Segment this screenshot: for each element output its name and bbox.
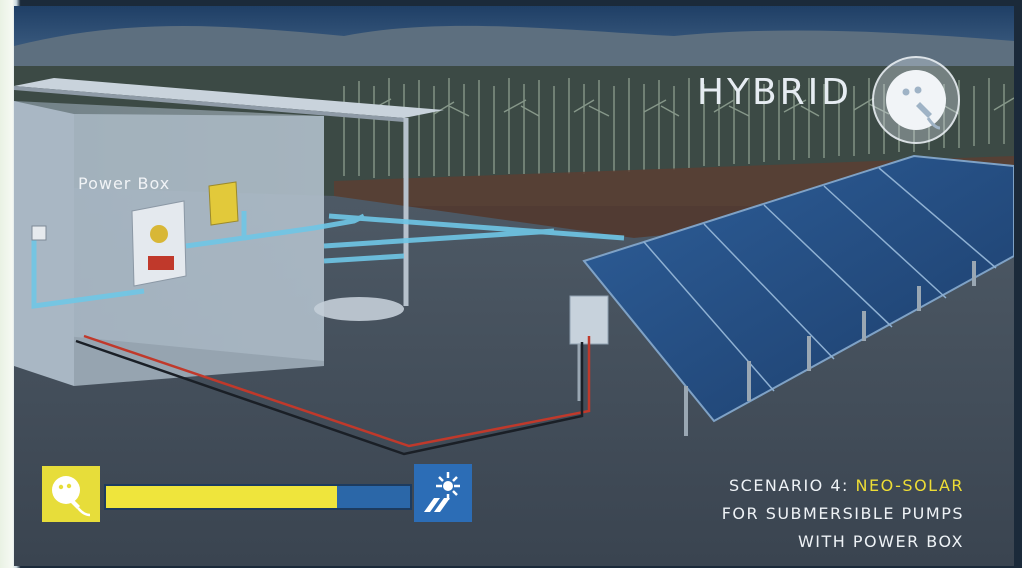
caption-line-3: WITH POWER BOX — [797, 532, 964, 551]
grid-share-fill — [106, 486, 338, 508]
caption-highlight: NEO-SOLAR — [855, 476, 964, 495]
caption-line-2: FOR SUBMERSIBLE PUMPS — [721, 504, 964, 523]
plug-icon — [872, 56, 960, 144]
energy-mix-track — [104, 484, 412, 510]
caption-prefix: SCENARIO 4: — [728, 476, 856, 495]
scene-background — [14, 6, 1014, 566]
solar-panel-array — [582, 154, 1014, 436]
hybrid-title: HYBRID — [696, 72, 852, 113]
power-box-label: Power Box — [78, 174, 171, 193]
power-box-device — [131, 200, 187, 287]
solar-panel-icon — [414, 464, 472, 522]
scene-illustration: Power Box HYBRID — [14, 6, 1014, 566]
plug-icon — [42, 466, 100, 522]
scenario-caption: SCENARIO 4: NEO-SOLAR FOR SUBMERSIBLE PU… — [722, 472, 964, 556]
caption-line-1: SCENARIO 4: NEO-SOLAR — [722, 472, 964, 500]
